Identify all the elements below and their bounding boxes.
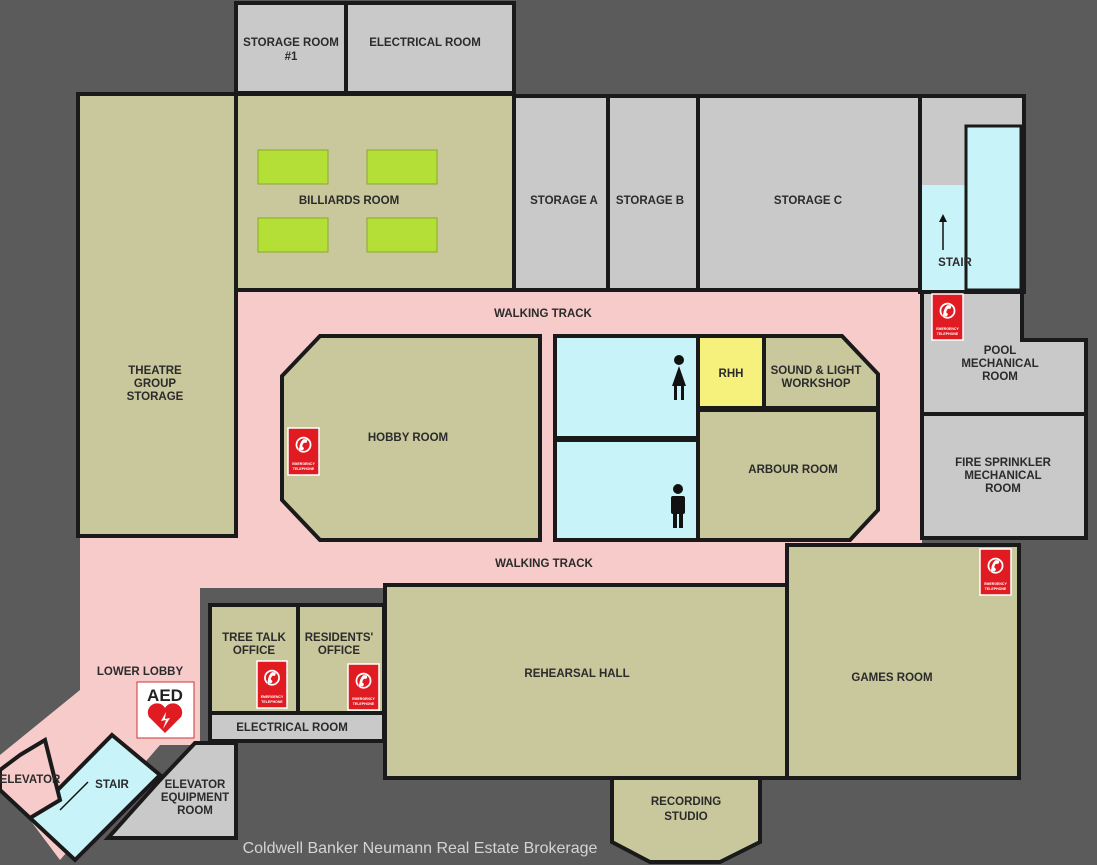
room-stair-bottom: STAIR [27,732,163,863]
svg-text:STORAGE B: STORAGE B [616,195,684,207]
svg-text:EMERGENCY: EMERGENCY [352,697,375,701]
svg-text:ARBOUR ROOM: ARBOUR ROOM [748,464,837,476]
room-storage-b: STORAGE B [606,94,700,292]
walking-track-top-label: WALKING TRACK [494,308,592,320]
svg-text:EMERGENCY: EMERGENCY [936,327,959,331]
svg-text:TELEPHONE: TELEPHONE [937,332,959,336]
room-electrical-bottom: ELECTRICAL ROOM [208,711,386,743]
svg-text:REHEARSAL HALL: REHEARSAL HALL [524,668,629,680]
aed-sign: AED [136,681,195,739]
svg-text:✆: ✆ [264,668,281,690]
room-stair-top: STAIR [918,94,1026,294]
svg-text:ELEVATOR: ELEVATOR [0,774,61,786]
svg-text:HOBBY ROOM: HOBBY ROOM [368,432,448,444]
billiard-table [366,217,438,253]
svg-text:AED: AED [147,686,183,705]
svg-text:BILLIARDS ROOM: BILLIARDS ROOM [299,195,399,207]
svg-text:RESIDENTS'OFFICE: RESIDENTS'OFFICE [305,632,374,657]
svg-text:✆: ✆ [355,671,372,693]
svg-text:ELECTRICAL ROOM: ELECTRICAL ROOM [236,722,348,734]
washroom-men [553,438,700,542]
svg-text:EMERGENCY: EMERGENCY [292,462,315,466]
svg-text:TELEPHONE: TELEPHONE [985,587,1007,591]
svg-text:ELECTRICAL ROOM: ELECTRICAL ROOM [369,37,481,49]
room-elevator: ELEVATOR [0,736,63,821]
room-storage-room-1: STORAGE ROOM#1 [234,1,348,95]
svg-text:EMERGENCY: EMERGENCY [261,695,284,699]
lower-lobby-label: LOWER LOBBY [97,666,184,678]
room-hobby: HOBBY ROOM [280,334,542,542]
room-rhh: RHH [696,334,766,410]
room-rehearsal-hall: REHEARSAL HALL [383,583,789,780]
svg-text:STAIR: STAIR [95,779,129,791]
washroom-women [553,334,700,440]
room-electrical-top: ELECTRICAL ROOM [344,1,516,95]
svg-text:EMERGENCY: EMERGENCY [984,582,1007,586]
svg-text:STORAGE A: STORAGE A [530,195,598,207]
room-billiards: BILLIARDS ROOM [234,92,516,292]
svg-text:GAMES ROOM: GAMES ROOM [851,672,932,684]
billiard-table [257,149,329,185]
women-icon [674,355,684,365]
svg-text:STAIR: STAIR [938,257,972,269]
svg-text:STORAGE ROOM#1: STORAGE ROOM#1 [243,37,339,63]
billiard-table [257,217,329,253]
billiard-table [366,149,438,185]
svg-text:RHH: RHH [719,368,744,380]
room-storage-a: STORAGE A [512,94,610,292]
stair-arrow-icon [59,781,89,811]
svg-text:TELEPHONE: TELEPHONE [353,702,375,706]
svg-text:✆: ✆ [295,435,312,457]
svg-text:✆: ✆ [987,556,1004,578]
walking-track-bottom-label: WALKING TRACK [495,558,593,570]
room-arbour: ARBOUR ROOM [696,408,880,542]
svg-text:TELEPHONE: TELEPHONE [261,700,283,704]
men-icon [673,484,683,494]
svg-text:TELEPHONE: TELEPHONE [293,467,315,471]
room-storage-c: STORAGE C [696,94,922,292]
svg-text:STORAGE C: STORAGE C [774,195,842,207]
svg-text:✆: ✆ [939,301,956,323]
watermark: Coldwell Banker Neumann Real Estate Brok… [243,840,598,857]
